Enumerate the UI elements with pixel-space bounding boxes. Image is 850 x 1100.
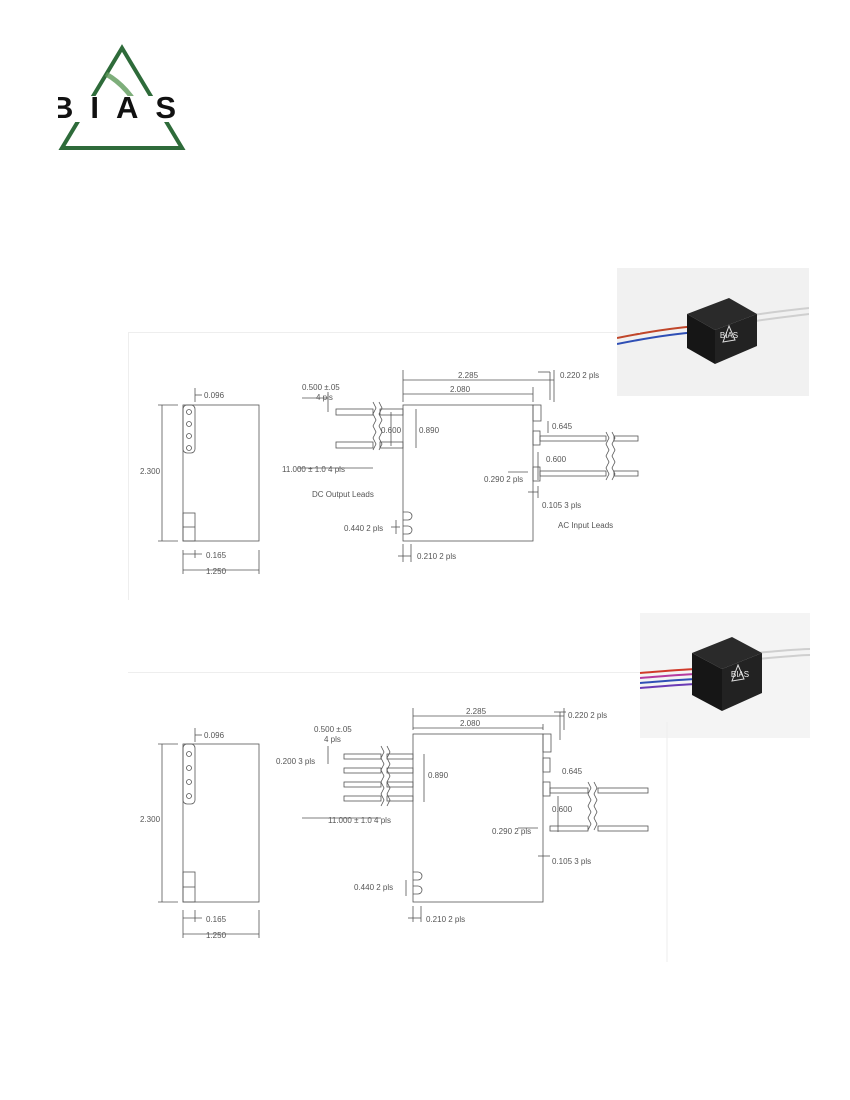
mechanical-drawing-1: 0.096 2.300 0.165 1.250 2.285 2.080 0.22…	[128, 332, 640, 600]
dim-d290: 0.290 2 pls	[484, 475, 523, 484]
dim2-d600: 0.600	[552, 805, 573, 814]
dim2-d500: 0.500 ±.05	[314, 725, 352, 734]
side-view-2	[158, 728, 260, 938]
dim2-d105: 0.105 3 pls	[552, 857, 591, 866]
dim-d645: 0.645	[552, 422, 573, 431]
dim-d1250: 1.250	[206, 567, 227, 576]
dim2-d210: 0.210 2 pls	[426, 915, 465, 924]
dim-d500: 0.500 ±.05	[302, 383, 340, 392]
dim-d600a: 0.600	[381, 426, 402, 435]
dim2-d2285: 2.285	[466, 707, 487, 716]
dim-d890: 0.890	[419, 426, 440, 435]
front-view-2	[302, 708, 649, 922]
dim2-d165: 0.165	[206, 915, 227, 924]
dim2-d1250: 1.250	[206, 931, 227, 940]
dim2-d645: 0.645	[562, 767, 583, 776]
bias-logo: BIAS	[58, 44, 186, 150]
dim2-d11000: 11.000 ± 1.0 4 pls	[328, 816, 391, 825]
dim-d600b: 0.600	[546, 455, 567, 464]
dim-d210: 0.210 2 pls	[417, 552, 456, 561]
dim2-d200: 0.200 3 pls	[276, 757, 315, 766]
dim2-d4pls: 4 pls	[324, 735, 341, 744]
dim-d2300: 2.300	[140, 467, 161, 476]
dim2-d2080: 2.080	[460, 719, 481, 728]
dim-d220: 0.220 2 pls	[560, 371, 599, 380]
dim2-d440: 0.440 2 pls	[354, 883, 393, 892]
product-photo-2: BIAS	[640, 613, 810, 738]
dim-d105: 0.105 3 pls	[542, 501, 581, 510]
dim-d11000: 11.000 ± 1.0 4 pls	[282, 465, 345, 474]
product-photo-1: BIAS	[617, 268, 809, 396]
product-photo-1-label: BIAS	[720, 331, 738, 340]
mechanical-drawing-2: 0.096 2.300 0.165 1.250 2.285 2.080 0.22…	[128, 672, 668, 962]
product-photo-2-label: BIAS	[731, 670, 749, 679]
dim-d4pls: 4 pls	[316, 393, 333, 402]
dim-d096: 0.096	[204, 391, 225, 400]
front-view-1	[298, 370, 639, 562]
dim2-d096: 0.096	[204, 731, 225, 740]
logo-text: BIAS	[58, 90, 186, 125]
ac-input-leads-label: AC Input Leads	[558, 521, 613, 530]
dim2-d290: 0.290 2 pls	[492, 827, 531, 836]
dc-output-leads-label: DC Output Leads	[312, 490, 374, 499]
dim-d440: 0.440 2 pls	[344, 524, 383, 533]
dim2-d2300: 2.300	[140, 815, 161, 824]
dim-d165: 0.165	[206, 551, 227, 560]
dim-d2080: 2.080	[450, 385, 471, 394]
side-view-1	[158, 388, 260, 574]
dim2-d220: 0.220 2 pls	[568, 711, 607, 720]
dim2-d890: 0.890	[428, 771, 449, 780]
dim-d2285: 2.285	[458, 371, 479, 380]
